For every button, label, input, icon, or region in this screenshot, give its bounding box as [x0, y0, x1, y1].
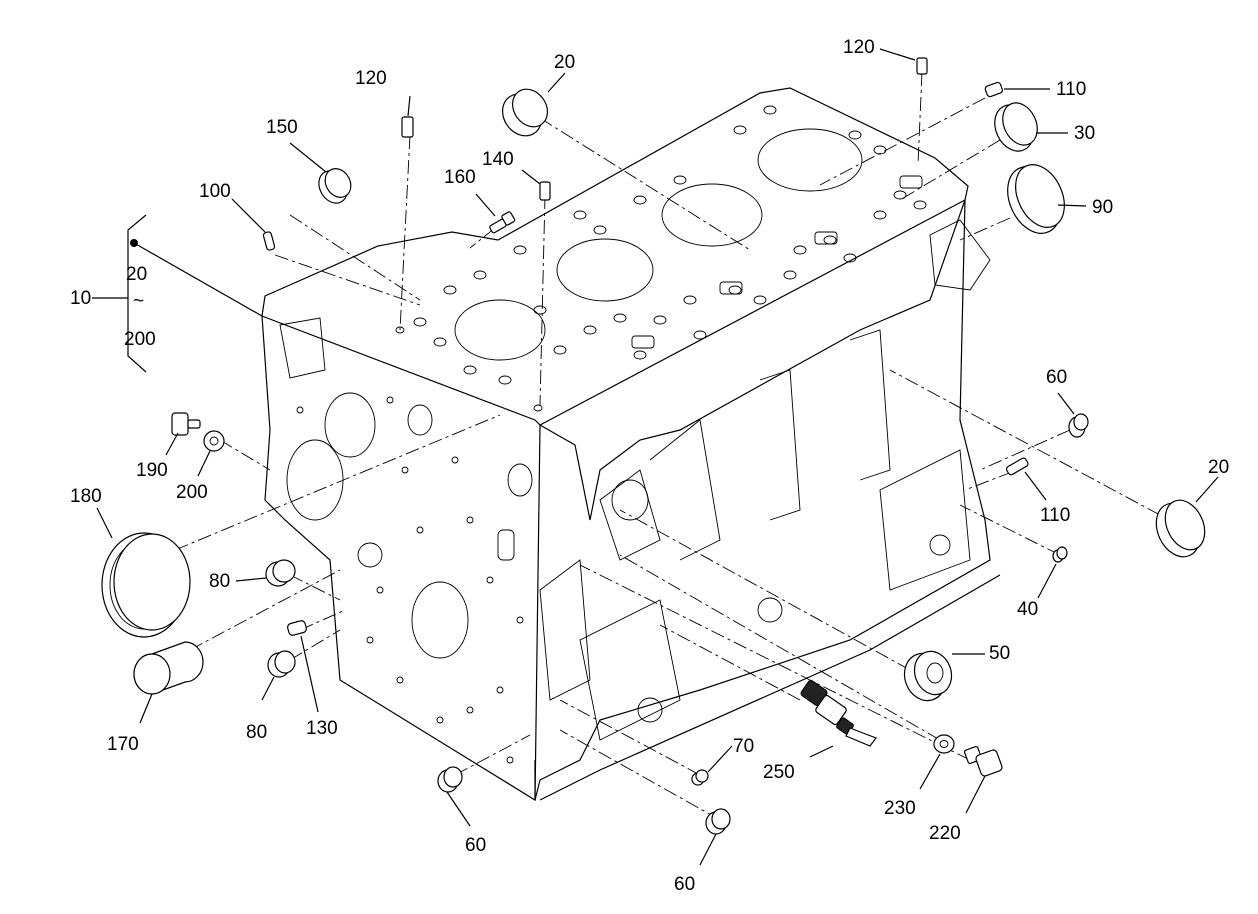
part-60-right: [1068, 413, 1089, 438]
callout-250: 250: [763, 762, 795, 783]
part-40: [1052, 546, 1068, 563]
callout-120-right: 120: [843, 37, 875, 58]
callout-230: 230: [884, 798, 916, 819]
group-bracket: [92, 214, 263, 373]
part-20-top: [501, 88, 549, 137]
part-20-right: [1155, 499, 1206, 558]
parts: [101, 57, 1206, 835]
callout-150: 150: [266, 117, 298, 138]
part-250: [800, 679, 877, 747]
part-230: [933, 734, 955, 754]
part-90: [1007, 164, 1065, 234]
callout-190: 190: [136, 460, 168, 481]
part-190: [171, 412, 201, 436]
leader-lines: [174, 71, 1161, 821]
cylinder-block: [261, 87, 1001, 802]
callout-170: 170: [107, 734, 139, 755]
bracket-top-label: 20: [126, 264, 148, 285]
callout-60-lower-left: 60: [465, 835, 487, 856]
part-30: [994, 102, 1038, 152]
bracket-tilde: ~: [133, 291, 145, 312]
part-60-lower-mid: [705, 808, 731, 835]
callout-220: 220: [929, 823, 961, 844]
part-70: [691, 769, 709, 786]
part-60-lower-left: [437, 766, 463, 793]
callout-110-right: 110: [1040, 505, 1071, 526]
part-50: [903, 650, 953, 702]
callout-120-left: 120: [355, 68, 387, 89]
part-150: [318, 168, 352, 204]
group-number-label: 10: [70, 288, 92, 309]
callout-180: 180: [70, 486, 102, 507]
part-80-upper: [265, 559, 296, 587]
callout-50: 50: [989, 643, 1011, 664]
callout-100: 100: [199, 181, 231, 202]
callout-20-right: 20: [1208, 457, 1230, 478]
callout-200: 200: [176, 482, 208, 503]
part-220: [963, 745, 1003, 777]
callout-160: 160: [444, 167, 476, 188]
callout-110-top: 110: [1056, 79, 1087, 100]
callout-80-upper: 80: [209, 571, 231, 592]
callout-40: 40: [1017, 599, 1039, 620]
part-170: [133, 641, 204, 695]
callout-140: 140: [482, 149, 514, 170]
part-200: [203, 430, 225, 452]
part-180: [101, 532, 191, 638]
callout-30: 30: [1074, 123, 1096, 144]
callout-80-lower: 80: [246, 722, 268, 743]
part-80-lower: [267, 650, 296, 678]
part-160: [489, 211, 516, 234]
bracket-bottom-label: 200: [124, 329, 156, 350]
callout-90: 90: [1092, 197, 1114, 218]
callout-leaders: [96, 48, 1219, 866]
callout-60-lower-mid: 60: [674, 874, 696, 895]
callout-70: 70: [733, 736, 755, 757]
callout-20-top: 20: [554, 52, 576, 73]
callout-60-right: 60: [1046, 367, 1068, 388]
callout-130: 130: [306, 718, 338, 739]
